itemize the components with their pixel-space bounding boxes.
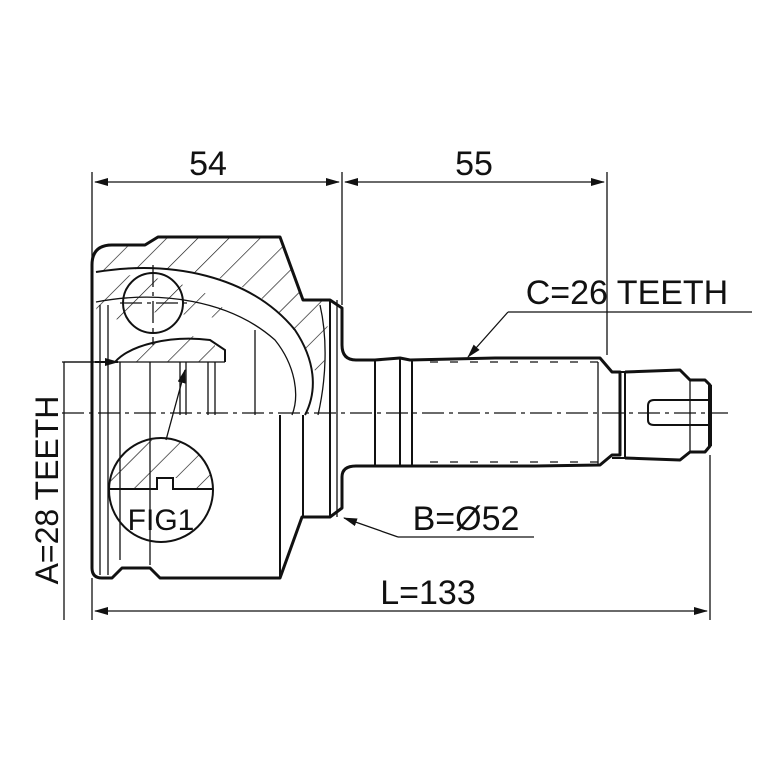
joint-housing	[62, 235, 375, 580]
dim-55-label: 55	[455, 145, 493, 183]
dimension-a	[63, 361, 100, 620]
c-leader-arrow	[467, 311, 509, 358]
c-teeth-label: C=26 TEETH	[526, 274, 729, 312]
b-diameter-label: B=Ø52	[413, 500, 520, 538]
dimension-length	[91, 455, 711, 620]
b-leader-arrow	[343, 517, 399, 538]
a-teeth-label: A=28 TEETH	[29, 396, 65, 585]
dim-54-label: 54	[189, 145, 227, 183]
fig1-detail	[108, 369, 214, 543]
l-length-label: L=133	[380, 574, 476, 612]
shaft	[374, 356, 712, 468]
dimension-top	[91, 172, 608, 355]
fig1-label: FIG1	[128, 504, 195, 537]
